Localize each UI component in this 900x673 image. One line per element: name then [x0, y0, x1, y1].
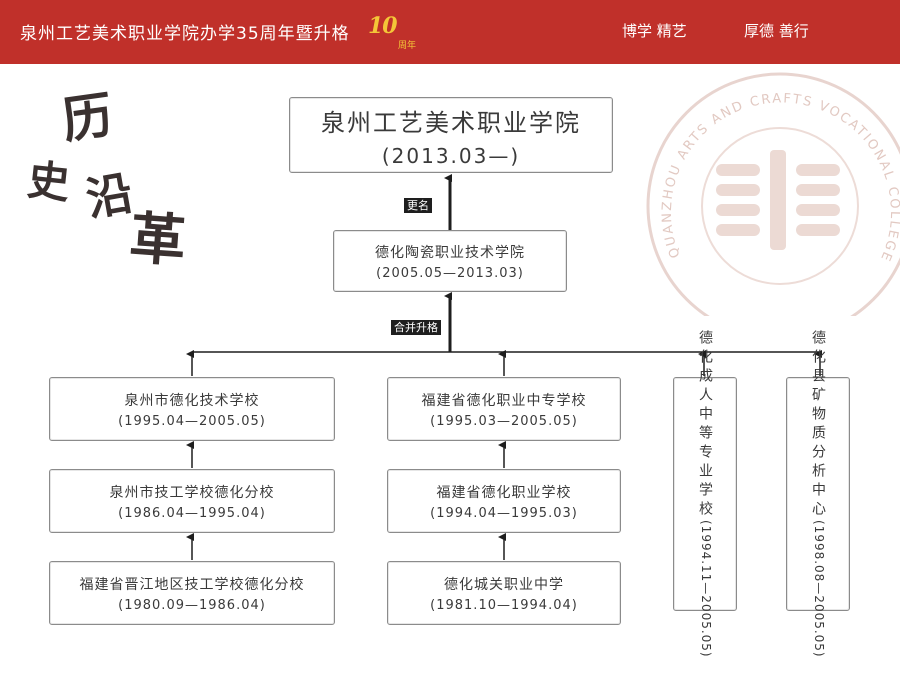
- header-title: 泉州工艺美术职业学院办学35周年暨升格: [20, 24, 350, 44]
- node-period: (1995.04—2005.05): [118, 413, 266, 429]
- node-name: 德化县矿物质分析中心: [810, 330, 826, 521]
- college-seal-watermark: QUANZHOU ARTS AND CRAFTS VOCATIONAL COLL…: [646, 72, 900, 316]
- node-period: (1995.03—2005.05): [430, 413, 578, 429]
- badge-suffix: 周年: [398, 41, 417, 51]
- node-period: (1986.04—1995.04): [118, 505, 266, 521]
- node-period: (1994.04—1995.03): [430, 505, 578, 521]
- node-dhkw: 德化县矿物质分析中心 (1998.08—2005.05): [786, 330, 850, 658]
- node-fjjj: 福建省晋江地区技工学校德化分校 (1980.09—1986.04): [49, 561, 335, 625]
- node-period: (1980.09—1986.04): [118, 597, 266, 613]
- node-qzjg: 泉州市技工学校德化分校 (1986.04—1995.04): [49, 469, 335, 533]
- anniversary-badge: 10 周年: [368, 13, 438, 53]
- node-fjzz: 福建省德化职业中专学校 (1995.03—2005.05): [387, 377, 621, 441]
- node-fjzy: 福建省德化职业学校 (1994.04—1995.03): [387, 469, 621, 533]
- node-name: 泉州市技工学校德化分校: [109, 484, 275, 501]
- header-bar: 泉州工艺美术职业学院办学35周年暨升格 10 周年 博学 精艺 厚德 善行: [0, 0, 900, 64]
- motto-right: 厚德 善行: [744, 22, 809, 40]
- motto-left: 博学 精艺: [622, 22, 687, 40]
- node-name: 泉州市德化技术学校: [124, 392, 260, 409]
- node-name: 福建省德化职业中专学校: [421, 392, 587, 409]
- node-name: 泉州工艺美术职业学院: [321, 108, 581, 137]
- node-dhcg: 德化城关职业中学 (1981.10—1994.04): [387, 561, 621, 625]
- node-period: (1981.10—1994.04): [430, 597, 578, 613]
- node-qzgy: 泉州工艺美术职业学院 (2013.03—): [289, 97, 613, 173]
- node-name: 德化陶瓷职业技术学院: [375, 244, 525, 261]
- node-period: (1994.11—2005.05): [699, 520, 713, 658]
- node-name: 德化城关职业中学: [444, 576, 564, 593]
- node-qzjs: 泉州市德化技术学校 (1995.04—2005.05): [49, 377, 335, 441]
- edge-label-rename: 更名: [404, 198, 432, 213]
- node-period: (2005.05—2013.03): [376, 265, 524, 281]
- node-period: (2013.03—): [381, 143, 521, 168]
- node-dhtc: 德化陶瓷职业技术学院 (2005.05—2013.03): [333, 230, 567, 292]
- edge-label-merge: 合并升格: [391, 320, 441, 335]
- node-name: 德化成人中等专业学校: [697, 330, 713, 521]
- node-name: 福建省德化职业学校: [436, 484, 572, 501]
- node-name: 福建省晋江地区技工学校德化分校: [79, 576, 305, 593]
- badge-number: 10: [368, 13, 398, 39]
- node-dhcr: 德化成人中等专业学校 (1994.11—2005.05): [673, 330, 737, 658]
- node-period: (1998.08—2005.05): [812, 520, 826, 658]
